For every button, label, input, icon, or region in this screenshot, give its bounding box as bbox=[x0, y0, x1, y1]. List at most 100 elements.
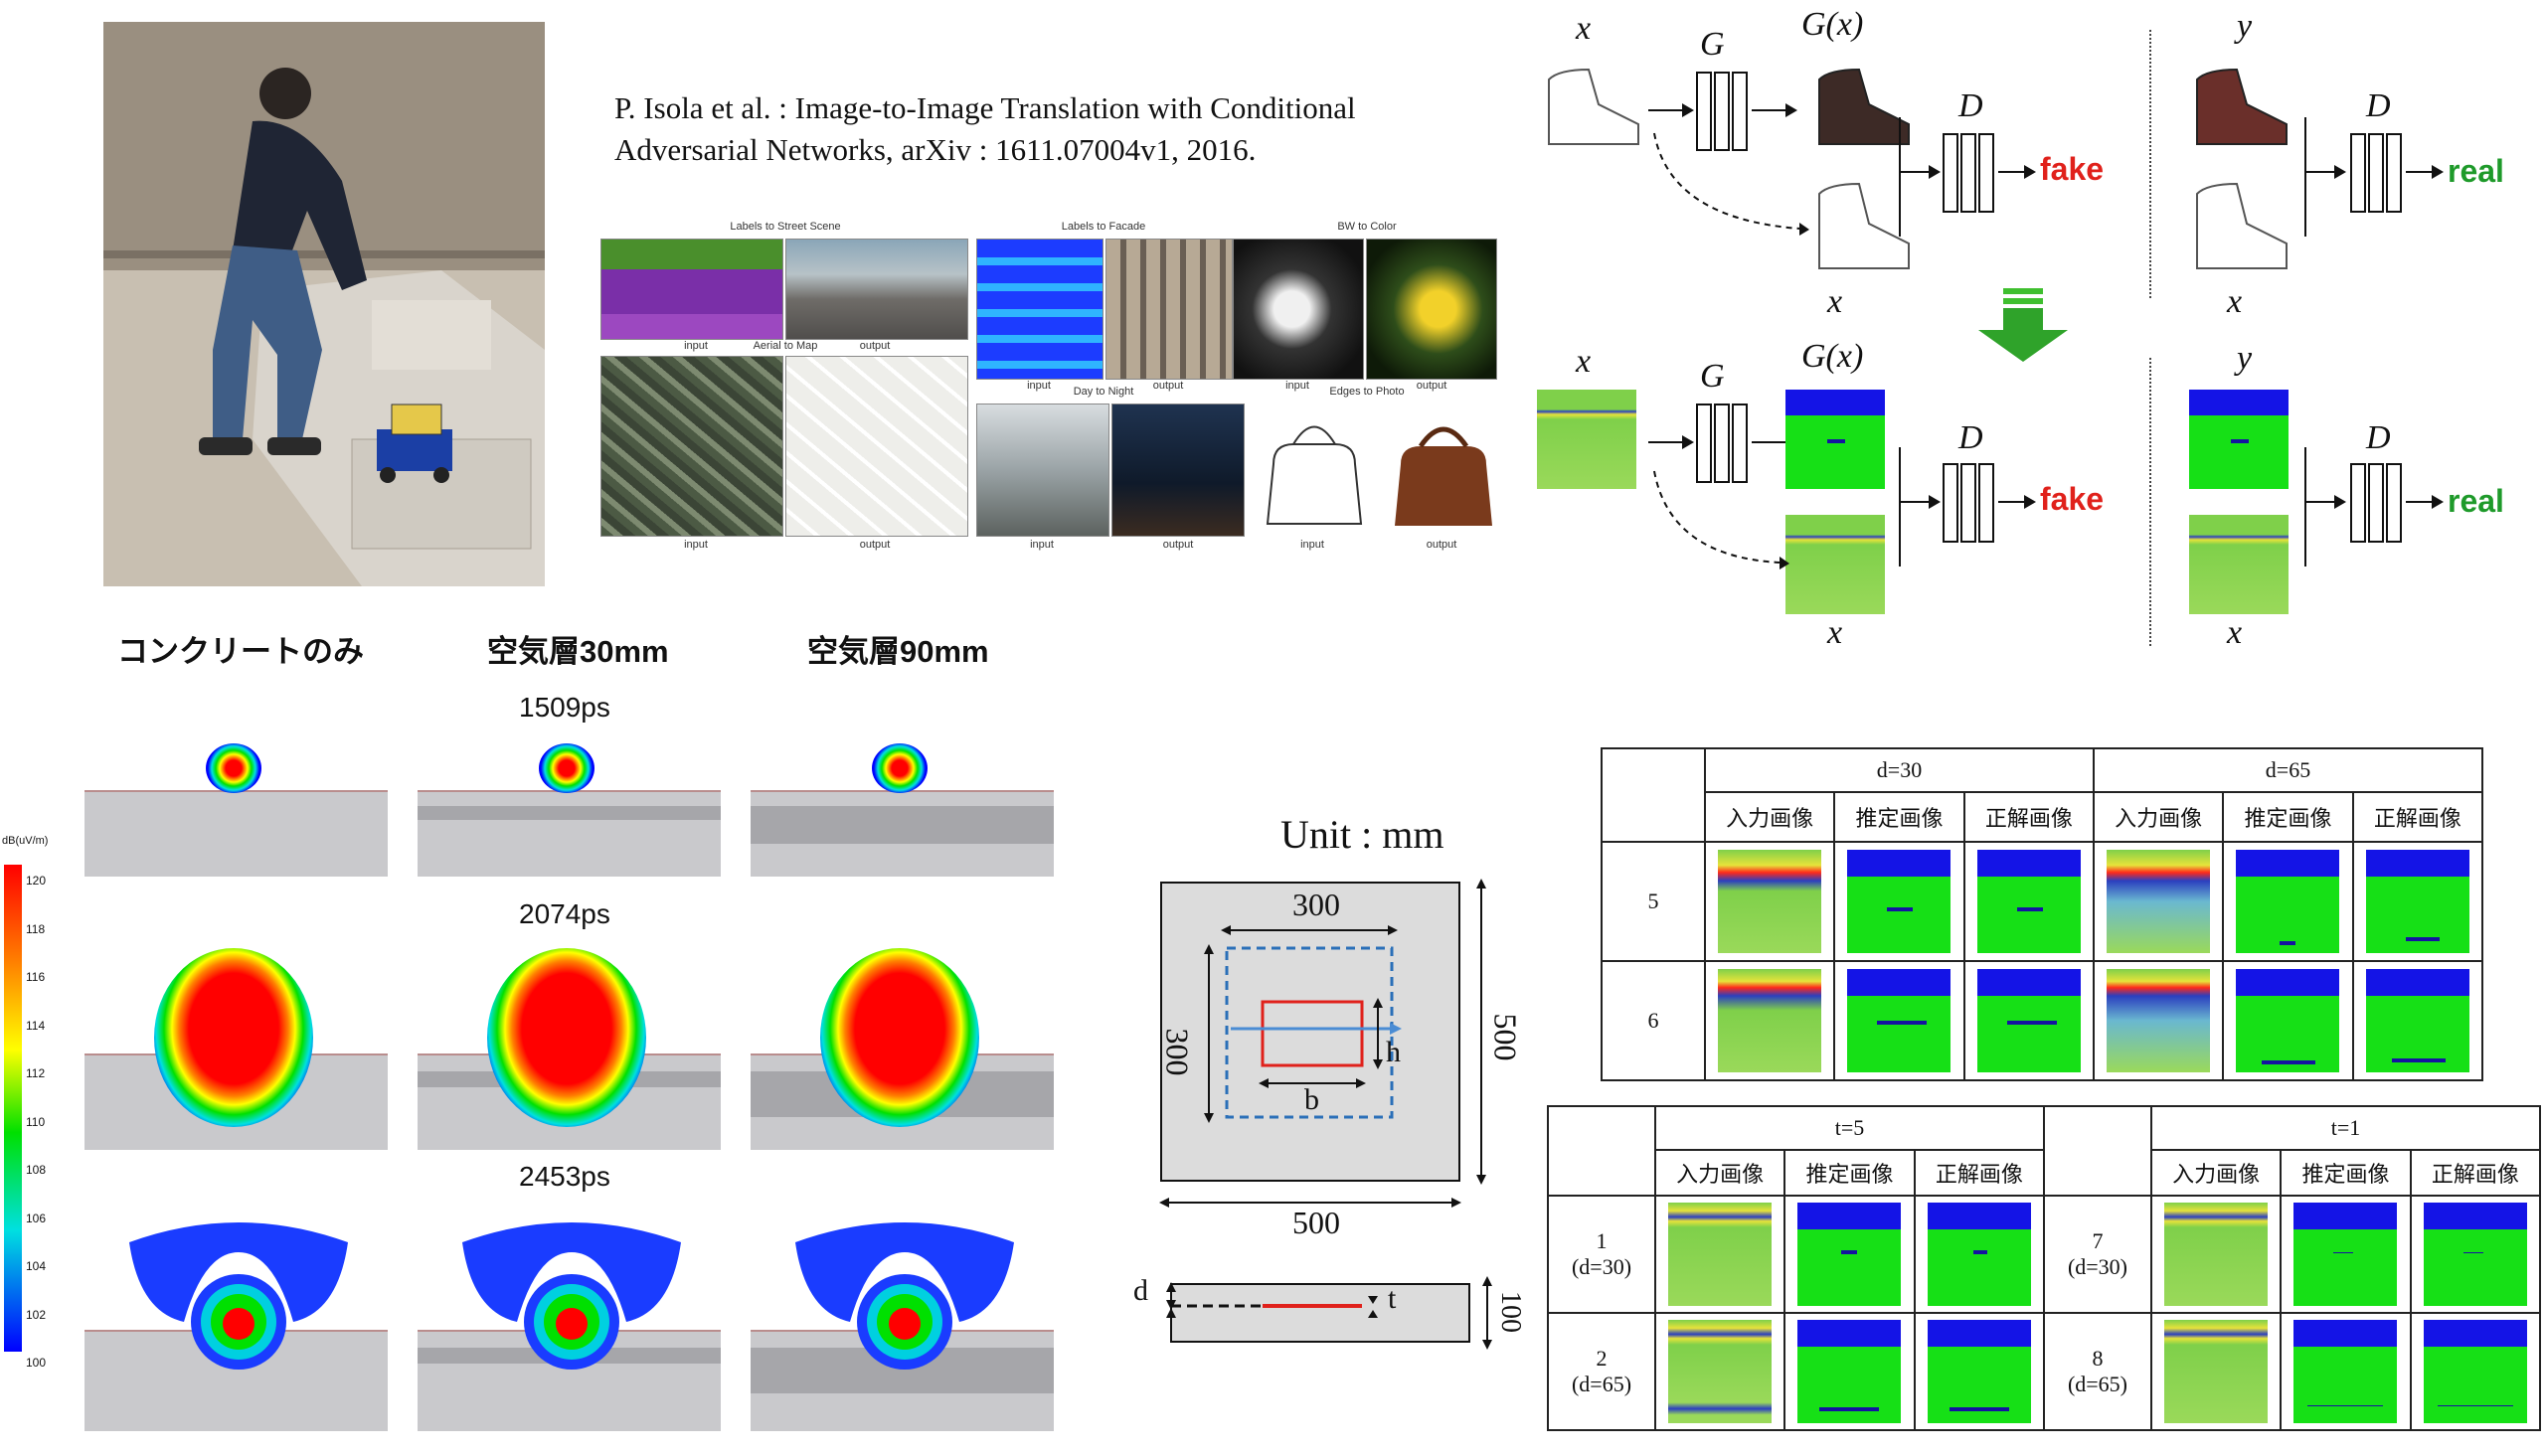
ground-truth-image bbox=[2423, 1203, 2527, 1306]
wave-front bbox=[154, 948, 313, 1127]
ground-truth-image bbox=[1976, 850, 2081, 953]
label-x-real: x bbox=[2227, 283, 2243, 320]
concrete-block bbox=[751, 790, 1054, 877]
label-D-real: D bbox=[2366, 419, 2391, 456]
bracket bbox=[2304, 447, 2306, 566]
generator-block bbox=[1732, 404, 1748, 483]
arrow-D-to-fake bbox=[1998, 165, 2036, 179]
divider bbox=[2149, 358, 2151, 646]
input-image bbox=[2107, 969, 2211, 1072]
generator-block bbox=[1732, 72, 1748, 151]
col-ground-truth: 正解画像 bbox=[2409, 1149, 2542, 1197]
bracket bbox=[1899, 117, 1901, 237]
arrow-D-to-fake bbox=[1998, 495, 2036, 509]
label-Gx: G(x) bbox=[1801, 6, 1864, 43]
citation-line1: P. Isola et al. : Image-to-Image Transla… bbox=[614, 90, 1356, 125]
row-label: 6 bbox=[1601, 960, 1706, 1081]
shoe-sketch-icon bbox=[1818, 182, 1910, 269]
label-fake: fake bbox=[2040, 481, 2105, 517]
caption-labels-to-facade: Labels to Facade bbox=[1061, 221, 1146, 233]
label-D: D bbox=[1958, 419, 1983, 456]
colorbar-title: dB(uV/m) bbox=[2, 835, 49, 847]
caption-output: output bbox=[859, 340, 891, 352]
wave-front bbox=[206, 743, 261, 793]
label-G: G bbox=[1700, 358, 1725, 395]
bscan-input-image bbox=[1537, 390, 1636, 489]
bscan-input-copy bbox=[2189, 515, 2289, 614]
discriminator-block bbox=[2350, 463, 2366, 543]
estimated-image bbox=[2236, 969, 2340, 1072]
arrow-to-D bbox=[1901, 495, 1941, 509]
results-table-thickness: t=5 t=1 入力画像 推定画像 正解画像 入力画像 推定画像 正解画像 1(… bbox=[1547, 1105, 2542, 1431]
bracket bbox=[2304, 117, 2306, 237]
col-input: 入力画像 bbox=[1703, 791, 1836, 843]
input-image bbox=[1718, 850, 1822, 953]
ground-truth-image bbox=[1927, 1320, 2031, 1423]
label-fake: fake bbox=[2040, 151, 2105, 187]
thumb-edges-input bbox=[1253, 404, 1376, 537]
estimated-image bbox=[1847, 969, 1951, 1072]
caption-input: input bbox=[684, 340, 708, 352]
ground-truth-image bbox=[2365, 969, 2469, 1072]
caption-output: output bbox=[1416, 380, 1447, 392]
thumb-bag-output bbox=[1382, 404, 1505, 537]
col-estimated: 推定画像 bbox=[1783, 1149, 1916, 1197]
generator-block bbox=[1696, 72, 1712, 151]
wave-front bbox=[872, 743, 928, 793]
input-image bbox=[1718, 969, 1822, 1072]
group-d65: d=65 bbox=[2092, 747, 2484, 793]
thumb-labels-input bbox=[600, 239, 783, 340]
time-2074ps: 2074ps bbox=[519, 898, 610, 929]
col-ground-truth: 正解画像 bbox=[1913, 1149, 2045, 1197]
down-arrow-icon bbox=[1978, 288, 2068, 362]
label-y: y bbox=[2237, 340, 2253, 377]
discriminator-block bbox=[2386, 133, 2402, 213]
input-image bbox=[2164, 1203, 2269, 1306]
input-image bbox=[1668, 1203, 1773, 1306]
col-estimated: 推定画像 bbox=[2222, 791, 2354, 843]
dim-500-right: 500 bbox=[1487, 1013, 1524, 1061]
caption-output: output bbox=[1152, 380, 1184, 392]
time-1509ps: 1509ps bbox=[519, 692, 610, 723]
col-ground-truth: 正解画像 bbox=[1962, 791, 2095, 843]
row-label: 8(d=65) bbox=[2042, 1312, 2152, 1431]
dim-b: b bbox=[1304, 1083, 1319, 1116]
caption-labels-to-street: Labels to Street Scene bbox=[730, 221, 841, 233]
arrow-G-to-Gx bbox=[1752, 103, 1797, 117]
dim-300-top: 300 bbox=[1292, 887, 1340, 922]
caption-input: input bbox=[1027, 380, 1051, 392]
shoe-real-icon bbox=[2196, 68, 2288, 145]
estimated-image bbox=[2236, 850, 2340, 953]
generator-block bbox=[1696, 404, 1712, 483]
bscan-input-copy bbox=[1785, 515, 1885, 614]
discriminator-block bbox=[2368, 133, 2384, 213]
group-d30: d=30 bbox=[1704, 747, 2095, 793]
caption-input: input bbox=[1030, 539, 1054, 551]
label-x-bottom: x bbox=[1827, 614, 1843, 651]
divider bbox=[2149, 30, 2151, 298]
results-table-depth: d=30 d=65 入力画像 推定画像 正解画像 入力画像 推定画像 正解画像 … bbox=[1601, 747, 2484, 1081]
estimated-image bbox=[1847, 850, 1951, 953]
col-ground-truth: 正解画像 bbox=[2351, 791, 2484, 843]
thumb-bw-input bbox=[1233, 239, 1364, 380]
discriminator-block bbox=[1978, 463, 1994, 543]
thumb-color-output bbox=[1366, 239, 1497, 380]
thumb-map-output bbox=[785, 356, 968, 537]
label-x-bottom: x bbox=[1827, 283, 1843, 320]
header-air-90mm: 空気層90mm bbox=[807, 634, 989, 669]
colorbar bbox=[4, 865, 22, 1352]
discriminator-block bbox=[2350, 133, 2366, 213]
row-label: 2(d=65) bbox=[1547, 1312, 1656, 1431]
arrow-x-to-G bbox=[1648, 435, 1694, 449]
citation-line2: Adversarial Networks, arXiv : 1611.07004… bbox=[614, 132, 1257, 167]
thumb-night-output bbox=[1111, 404, 1245, 537]
unit-label: Unit : mm bbox=[1280, 812, 1444, 857]
label-D: D bbox=[1958, 87, 1983, 124]
label-y: y bbox=[2237, 8, 2253, 45]
ground-truth-image bbox=[2423, 1320, 2527, 1423]
concrete-block bbox=[85, 790, 388, 877]
discriminator-block bbox=[1978, 133, 1994, 213]
discriminator-block bbox=[1943, 133, 1958, 213]
discriminator-block bbox=[1943, 463, 1958, 543]
label-real: real bbox=[2448, 483, 2504, 519]
